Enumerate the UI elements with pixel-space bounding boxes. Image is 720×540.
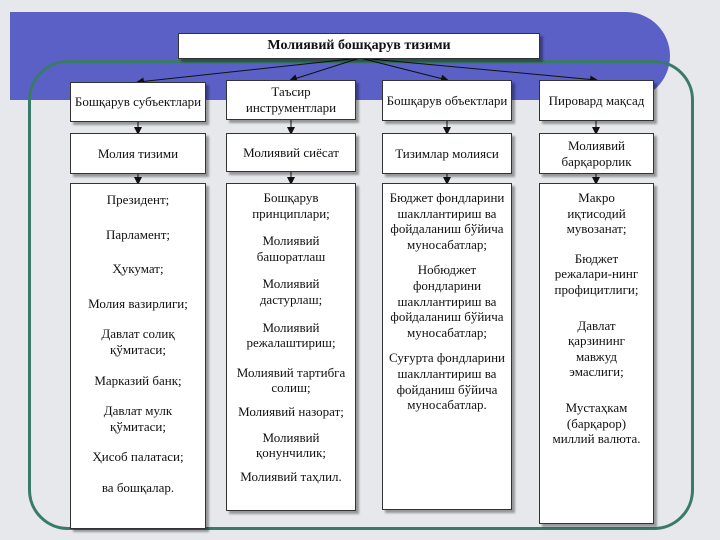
background-frame bbox=[28, 60, 694, 530]
subheader-financial-stability: Молиявий барқарорлик bbox=[539, 133, 654, 174]
column-subjects: Президент; Парламент; Ҳукумат; Молия ваз… bbox=[70, 183, 206, 529]
list-item: Давлат мулк қўмитаси; bbox=[103, 403, 173, 434]
header-label: Пировард мақсад bbox=[548, 92, 645, 108]
header-goal: Пировард мақсад bbox=[539, 80, 654, 121]
column-goal: Макро иқтисодий мувозанат; Бюджет режала… bbox=[539, 183, 654, 524]
list-item: Молиявий башоратлаш bbox=[256, 233, 326, 264]
subheader-system-finance: Тизимлар молияси bbox=[382, 133, 512, 174]
list-item: Президент; bbox=[106, 192, 170, 207]
subheader-label: Молиявий сиёсат bbox=[243, 144, 339, 160]
list-item: Молиявий назорат; bbox=[238, 403, 344, 419]
connector-title-h2 bbox=[289, 57, 361, 82]
diagram-title: Молиявий бошқарув тизими bbox=[267, 37, 451, 53]
list-item: Ҳисоб палатаси; bbox=[92, 449, 184, 465]
list-item: Молия вазирлиги; bbox=[88, 295, 188, 311]
connector-title-h1 bbox=[136, 57, 361, 86]
header-objects: Бошқарув объектлари bbox=[382, 80, 512, 121]
list-item: Мустаҳкам (барқарор) миллий валюта. bbox=[552, 399, 641, 447]
connector-title-h3 bbox=[359, 57, 449, 83]
list-item: ва бошқалар. bbox=[101, 479, 175, 495]
list-item: Молиявий дастурлаш; bbox=[259, 276, 323, 307]
list-item: Давлат қарзининг мавжуд эмаслиги; bbox=[567, 317, 626, 380]
subheader-financial-policy: Молиявий сиёсат bbox=[226, 133, 356, 172]
header-label: Таъсир инструментлари bbox=[245, 84, 337, 115]
list-item: Парламент; bbox=[106, 226, 170, 242]
list-item: Молиявий тартибга солиш; bbox=[236, 364, 346, 396]
list-item: Молиявий режалаштириш; bbox=[246, 319, 336, 351]
list-item: Бюджет фондларини шакллантириш ва фойдал… bbox=[389, 190, 505, 252]
subheader-label: Молиявий барқарорлик bbox=[561, 137, 632, 169]
subheader-label: Молия тизими bbox=[97, 145, 179, 161]
list-item: Молиявий қонунчилик; bbox=[255, 429, 327, 461]
subheader-label: Тизимлар молияси bbox=[395, 145, 499, 161]
column-objects: Бюджет фондларини шакллантириш ва фойдал… bbox=[382, 183, 512, 510]
list-item: Бошқарув принциплари; bbox=[252, 190, 330, 221]
list-item: Суғурта фондларини шакллантириш ва фойда… bbox=[389, 350, 505, 413]
header-subjects: Бошқарув субъектлари bbox=[70, 82, 206, 122]
header-label: Бошқарув объектлари bbox=[386, 92, 508, 108]
list-item: Марказий банк; bbox=[94, 372, 182, 388]
list-item: Бюджет режалари-нинг профицитлиги; bbox=[554, 250, 639, 297]
list-item: Давлат солиқ қўмитаси; bbox=[101, 326, 175, 357]
header-label: Бошқарув субъектлари bbox=[74, 94, 202, 110]
list-item: Макро иқтисодий мувозанат; bbox=[566, 190, 627, 237]
list-item: Ҳукумат; bbox=[112, 261, 164, 277]
column-instruments: Бошқарув принциплари; Молиявий башоратла… bbox=[226, 183, 356, 511]
subheader-finance-system: Молия тизими bbox=[70, 133, 206, 174]
connector-title-h4 bbox=[359, 57, 598, 84]
title-box: Молиявий бошқарув тизими bbox=[178, 33, 540, 59]
list-item: Молиявий таҳлил. bbox=[240, 468, 342, 484]
list-item: Нобюджет фондларини шакллантириш ва фойд… bbox=[390, 262, 504, 340]
header-instruments: Таъсир инструментлари bbox=[226, 80, 356, 120]
